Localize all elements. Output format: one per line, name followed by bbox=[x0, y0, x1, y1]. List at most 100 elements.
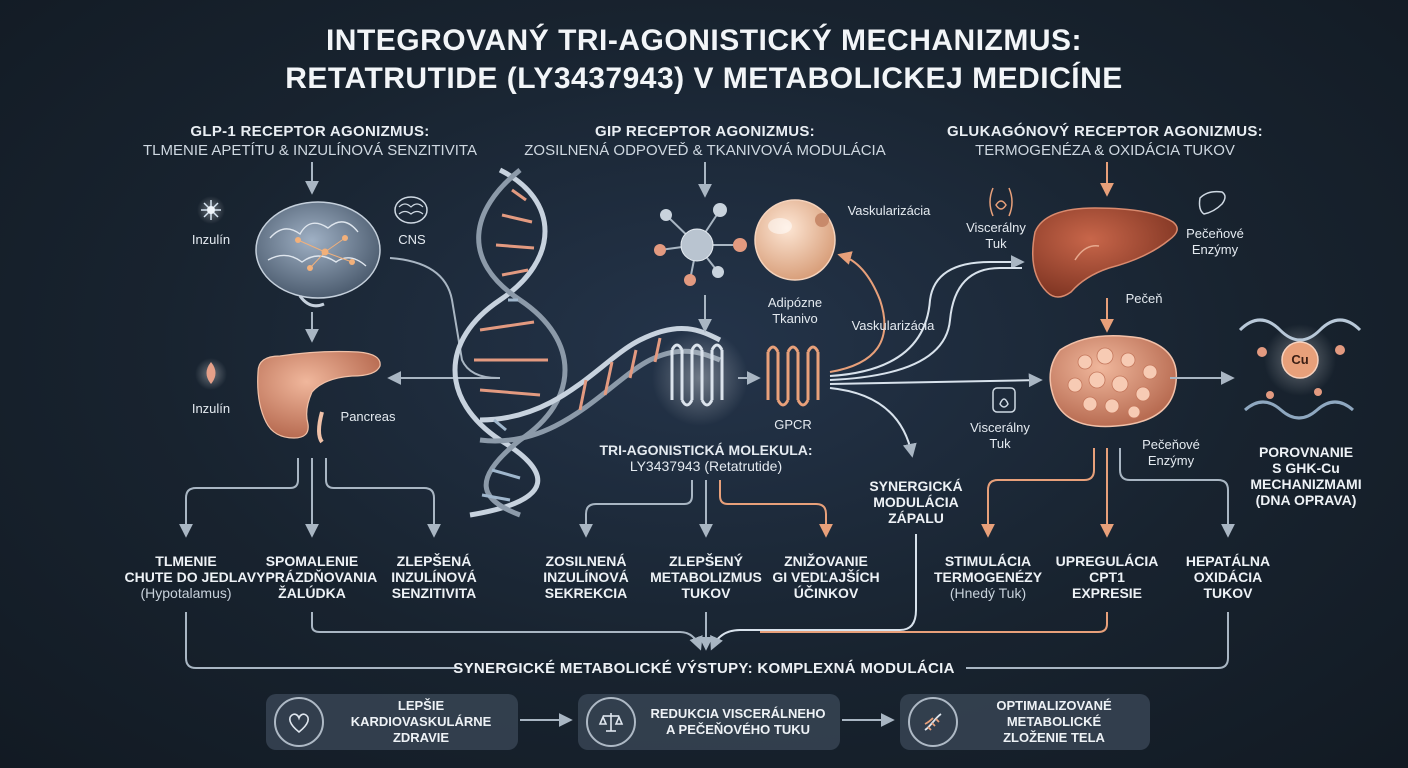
heart-icon bbox=[274, 697, 324, 747]
molecule-name: LY3437943 (Retatrutide) bbox=[629, 458, 783, 474]
gpcr-receptor-right-icon bbox=[766, 345, 820, 407]
label-cns: CNS bbox=[398, 232, 426, 247]
outcome-6-line-3: ÚČINKOV bbox=[793, 585, 859, 601]
label-pecenove-top-1: Pečeňové bbox=[1186, 226, 1244, 241]
synergy-line-1: SYNERGICKÁ bbox=[869, 478, 963, 494]
gip-subheading: ZOSILNENÁ ODPOVEĎ & TKANIVOVÁ MODULÁCIA bbox=[524, 142, 886, 159]
line-right-to-summary bbox=[966, 612, 1229, 669]
label-visceralny-bot-2: Tuk bbox=[989, 436, 1011, 451]
ghk-cu-icon bbox=[1238, 318, 1362, 420]
pancreas-icon bbox=[257, 350, 381, 444]
label-gpcr: GPCR bbox=[774, 417, 812, 432]
outcome-6-line-2: GI VEDĽAJŠÍCH bbox=[772, 569, 880, 585]
label-adipozne-tkanivo: Adipózne Tkanivo bbox=[752, 295, 838, 327]
glucagon-heading-block: GLUKAGÓNOVÝ RECEPTOR AGONIZMUS: TERMOGEN… bbox=[910, 122, 1300, 160]
outcome-9-line-1: HEPATÁLNA bbox=[1185, 553, 1271, 569]
result-box-fat-reduction: REDUKCIA VISCERÁLNEHO A PEČEŇOVÉHO TUKU bbox=[578, 694, 840, 750]
synergy-line-3: ZÁPALU bbox=[888, 510, 944, 526]
synergy-label: SYNERGICKÁ MODULÁCIA ZÁPALU bbox=[856, 478, 976, 526]
glp1-subheading: TLMENIE APETÍTU & INZULÍNOVÁ SENZITIVITA bbox=[143, 142, 477, 159]
label-pecenove-top-2: Enzýmy bbox=[1191, 242, 1239, 257]
label-visceralny-top: Viscerálny Tuk bbox=[956, 220, 1036, 252]
ghk-line-2: S GHK-Cu bbox=[1272, 460, 1340, 476]
outcome-1-sub: (Hypotalamus) bbox=[140, 585, 232, 601]
label-cu: Cu bbox=[1291, 352, 1309, 367]
outcome-3: ZLEPŠENÁ INZULÍNOVÁ SENZITIVITA bbox=[376, 553, 492, 601]
label-pecen: Pečeň bbox=[1125, 291, 1163, 306]
label-pancreas: Pancreas bbox=[340, 409, 396, 424]
outcome-5-line-3: TUKOV bbox=[681, 585, 731, 601]
outcome-3-line-3: SENZITIVITA bbox=[391, 585, 477, 601]
outcome-4-line-2: INZULÍNOVÁ bbox=[543, 569, 629, 585]
ghk-line-1: POROVNANIE bbox=[1258, 444, 1354, 460]
result-box-body-composition: OPTIMALIZOVANÉ METABOLICKÉ ZLOŽENIE TELA bbox=[900, 694, 1150, 750]
result-box-cardio-line-2: KARDIOVASKULÁRNE bbox=[350, 714, 492, 729]
outcome-6-line-1: ZNIŽOVANIE bbox=[784, 553, 868, 569]
outcome-5-line-2: METABOLIZMUS bbox=[650, 569, 762, 585]
scale-icon bbox=[586, 697, 636, 747]
result-box-fat-line-1: REDUKCIA VISCERÁLNEHO bbox=[650, 706, 826, 721]
outcome-7-line-1: STIMULÁCIA bbox=[944, 553, 1032, 569]
glp1-heading: GLP-1 RECEPTOR AGONIZMUS: bbox=[190, 123, 430, 140]
outcome-4: ZOSILNENÁ INZULÍNOVÁ SEKREKCIA bbox=[528, 553, 644, 601]
outcome-1-line-2: CHUTE DO JEDLA bbox=[124, 569, 248, 585]
outcome-2: SPOMALENIE VYPRÁZDŇOVANIA ŽALÚDKA bbox=[244, 553, 380, 601]
summary-bar: SYNERGICKÉ METABOLICKÉ VÝSTUPY: KOMPLEXN… bbox=[453, 660, 955, 677]
label-pecenove-top: Pečeňové Enzýmy bbox=[1170, 226, 1260, 258]
result-box-cardio-line-3: ZDRAVIE bbox=[392, 730, 450, 745]
arrow-to-liver-1 bbox=[829, 255, 1025, 377]
outcome-4-line-1: ZOSILNENÁ bbox=[545, 553, 627, 569]
page-title-line1: INTEGROVANÝ TRI-AGONISTICKÝ MECHANIZMUS: bbox=[325, 24, 1083, 57]
outcome-3-line-2: INZULÍNOVÁ bbox=[391, 569, 477, 585]
outcome-9-line-2: OXIDÁCIA bbox=[1193, 569, 1263, 585]
molecule-title: TRI-AGONISTICKÁ MOLEKULA: bbox=[599, 442, 813, 458]
label-pecenove-bot-1: Pečeňové bbox=[1142, 437, 1200, 452]
outcome-7-sub: (Hnedý Tuk) bbox=[949, 585, 1027, 601]
arrow-to-vaskularizacia bbox=[829, 251, 886, 373]
arrow-to-outcome-4 bbox=[579, 480, 693, 538]
outcome-1-line-1: TLMENIE bbox=[155, 553, 217, 569]
molecule-label: TRI-AGONISTICKÁ MOLEKULA: LY3437943 (Ret… bbox=[580, 442, 832, 474]
outcome-1: TLMENIE CHUTE DO JEDLA (Hypotalamus) bbox=[118, 553, 254, 601]
gip-heading: GIP RECEPTOR AGONIZMUS: bbox=[595, 123, 815, 140]
label-visceralny-bot-1: Viscerálny bbox=[970, 420, 1030, 435]
label-inzulin-bottom: Inzulín bbox=[191, 401, 231, 416]
brain-icon bbox=[255, 201, 381, 308]
glp1-heading-block: GLP-1 RECEPTOR AGONIZMUS: TLMENIE APETÍT… bbox=[110, 122, 510, 160]
outcome-2-line-2: VYPRÁZDŇOVANIA bbox=[246, 569, 378, 585]
outcome-8-line-1: UPREGULÁCIA bbox=[1055, 553, 1159, 569]
result-box-fat-line-2: A PEČEŇOVÉHO TUKU bbox=[666, 722, 810, 737]
insulin-bottom-icon bbox=[195, 358, 227, 390]
arrow-to-fat-tissue bbox=[829, 373, 1043, 388]
outcome-5-line-1: ZLEPŠENÝ bbox=[669, 553, 743, 569]
outcome-8-line-3: EXPRESIE bbox=[1071, 585, 1143, 601]
outcome-8: UPREGULÁCIA CPT1 EXPRESIE bbox=[1048, 553, 1166, 601]
arrow-to-synergy bbox=[829, 387, 917, 458]
liver-icon bbox=[1032, 207, 1178, 298]
result-box-body-line-2: METABOLICKÉ bbox=[1006, 714, 1102, 729]
label-adipozne: Adipózne bbox=[767, 295, 823, 310]
insulin-top-icon bbox=[197, 196, 225, 224]
arrow-to-outcome-3 bbox=[325, 458, 441, 538]
outcome-2-line-1: SPOMALENIE bbox=[265, 553, 359, 569]
synergy-line-2: MODULÁCIA bbox=[873, 494, 959, 510]
line-synergy-converge bbox=[710, 534, 917, 651]
glucagon-heading: GLUKAGÓNOVÝ RECEPTOR AGONIZMUS: bbox=[947, 123, 1263, 140]
outcome-7: STIMULÁCIA TERMOGENÉZY (Hnedý Tuk) bbox=[926, 553, 1050, 601]
label-vaskularizacia-top: Vaskularizácia bbox=[847, 203, 931, 218]
arrow-to-outcome-9 bbox=[1119, 448, 1235, 538]
molecule-icon bbox=[654, 203, 747, 286]
result-box-body-line-1: OPTIMALIZOVANÉ bbox=[996, 698, 1112, 713]
result-box-cardio-line-1: LEPŠIE bbox=[397, 698, 445, 713]
result-box-body-line-3: ZLOŽENIE TELA bbox=[1003, 730, 1105, 745]
arrow-to-outcome-1 bbox=[179, 458, 299, 538]
outcome-5: ZLEPŠENÝ METABOLIZMUS TUKOV bbox=[642, 553, 770, 601]
cns-icon bbox=[394, 196, 428, 224]
visceral-fat-top-icon bbox=[989, 187, 1013, 217]
label-inzulin-top: Inzulín bbox=[191, 232, 231, 247]
outcome-9-line-3: TUKOV bbox=[1203, 585, 1253, 601]
liver-enzymes-icon bbox=[1198, 190, 1226, 215]
adipose-cell-icon bbox=[754, 199, 836, 281]
label-tkanivo: Tkanivo bbox=[772, 311, 818, 326]
